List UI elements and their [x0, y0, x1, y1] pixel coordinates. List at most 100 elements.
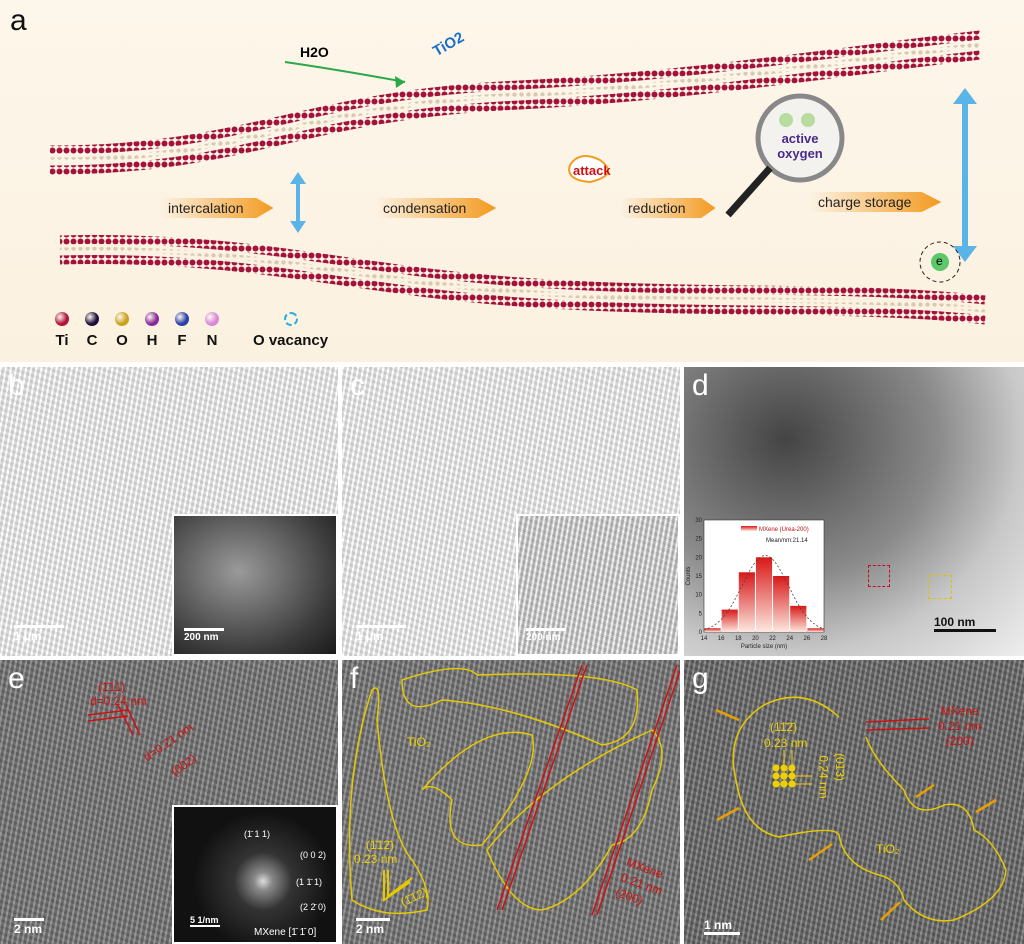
- active-oxygen-line1: active: [781, 131, 819, 146]
- step-condensation: condensation: [375, 198, 497, 218]
- x-tick-label: 14: [701, 636, 708, 642]
- d-spacing-label: 0.23 nm: [354, 852, 398, 866]
- fft-scale-bar: 5 1/nm: [190, 915, 220, 928]
- y-tick-label: 15: [695, 574, 702, 580]
- y-tick-label: 0: [699, 630, 703, 636]
- region-box-red: [868, 565, 890, 587]
- x-tick-label: 28: [821, 636, 828, 642]
- panel-label: g: [692, 662, 709, 695]
- histogram-bar: [773, 576, 790, 632]
- legend-label: H: [146, 332, 158, 349]
- scale-text: 2 nm: [14, 922, 43, 936]
- fft-spot-label: (2 2̄ 0): [300, 902, 327, 912]
- plane-label: (11̄2̄): [770, 720, 798, 734]
- panel-label: b: [8, 369, 25, 402]
- histogram-bar: [755, 557, 773, 632]
- tio2-label: TiO₂: [876, 842, 900, 856]
- scale-text: 1 nm: [704, 918, 733, 932]
- x-tick-label: 16: [718, 636, 725, 642]
- scale-bar: 1 µm: [14, 625, 64, 643]
- histogram-bar: [807, 628, 824, 632]
- scale-bar: 100 nm: [934, 615, 996, 633]
- tio2-label: TiO₂: [407, 735, 431, 749]
- atom-icon: [55, 312, 69, 326]
- tio2-outlines: [348, 664, 680, 916]
- scale-text: 200 nm: [184, 632, 219, 643]
- panel-label: a: [10, 4, 27, 37]
- histogram-bar: [721, 609, 738, 632]
- legend-label: O vacancy: [253, 332, 329, 349]
- legend-item-o-vacancy: O vacancy: [253, 312, 328, 349]
- atom-icon: [85, 312, 99, 326]
- mxene-label: MXene: [940, 704, 979, 718]
- legend-item-ti: Ti: [55, 312, 69, 349]
- x-tick-label: 26: [804, 636, 811, 642]
- x-tick-label: 18: [735, 636, 742, 642]
- atom-icon: [283, 312, 298, 326]
- y-tick-label: 20: [695, 555, 702, 561]
- attack-label: attack: [573, 163, 611, 178]
- mxene-layers-diagram: [49, 30, 986, 325]
- electron-label: e: [936, 254, 943, 268]
- panel-label: e: [8, 662, 25, 695]
- step-intercalation: intercalation: [160, 198, 274, 218]
- legend-label: F: [177, 332, 187, 349]
- legend-label: Ti: [55, 332, 69, 349]
- mean-annotation: Mean/nm:21.14: [766, 538, 808, 544]
- d-spacing-label: 0.21 nm: [938, 719, 982, 733]
- step-charge-storage: charge storage: [810, 192, 942, 212]
- scale-bar: 1 nm: [704, 918, 740, 936]
- panel-label: c: [350, 369, 365, 402]
- plane-label: (1̄12̄): [366, 838, 395, 852]
- scale-bar: 2 nm: [356, 918, 390, 936]
- inset-scale-bar: 200 nm: [526, 628, 566, 643]
- y-tick-label: 25: [695, 537, 702, 543]
- atom-icon: [205, 312, 219, 326]
- scale-text: 1 µm: [356, 629, 384, 643]
- panel-label: f: [350, 662, 359, 695]
- y-tick-label: 30: [695, 518, 702, 524]
- legend-item-h: H: [145, 312, 159, 349]
- inset-scale-bar: 200 nm: [184, 628, 224, 643]
- step-reduction: reduction: [620, 198, 716, 218]
- panel-c-sem: c 1 µm 200 nm: [342, 367, 680, 656]
- lattice-marker: [88, 705, 141, 736]
- gaussian-fit: [703, 555, 825, 631]
- tio2-outline: [715, 696, 1007, 922]
- fft-inset: (1̄ 1 1) (0 0 2) (1 1̄ 1) (2 2̄ 0) 5 1/n…: [172, 805, 338, 944]
- scale-text: 5 1/nm: [190, 915, 219, 925]
- scale-text: 1 µm: [14, 629, 42, 643]
- plane-label: (01̄3): [833, 752, 848, 782]
- zone-axis-label: MXene [1̄ 1̄ 0]: [254, 927, 317, 938]
- x-tick-label: 22: [769, 636, 776, 642]
- legend-item-n: N: [205, 312, 219, 349]
- legend-item-o: O: [115, 312, 129, 349]
- scale-bar: 2 nm: [14, 918, 44, 936]
- panel-e-hrtem: e (1̄11) d=0.24 nm d=0.21 nm (002) 2 nm …: [0, 660, 338, 944]
- y-tick-label: 5: [699, 611, 703, 617]
- d-spacing-label: 0.23 nm: [764, 736, 808, 750]
- plane-label: (002): [168, 751, 200, 779]
- inset-sem: 200 nm: [516, 514, 680, 656]
- legend-label: N: [206, 332, 218, 349]
- scale-text: 200 nm: [526, 632, 561, 643]
- scale-bar: 1 µm: [356, 625, 406, 643]
- legend-label: MXene (Urea-200): [759, 527, 809, 533]
- fft-spot-label: (0 0 2): [300, 850, 327, 860]
- inset-sem: 200 nm: [172, 514, 338, 656]
- legend-label: O: [116, 332, 128, 349]
- legend-swatch: [741, 526, 757, 531]
- plane-label: (1̄11): [98, 680, 126, 694]
- histogram-bar: [704, 628, 721, 632]
- x-tick-label: 24: [786, 636, 793, 642]
- legend-label: C: [86, 332, 98, 349]
- panel-label: d: [692, 369, 709, 402]
- atom-icon: [175, 312, 189, 326]
- x-tick-label: 20: [752, 636, 759, 642]
- active-oxygen-line2: oxygen: [777, 146, 823, 161]
- scale-text: 2 nm: [356, 922, 385, 936]
